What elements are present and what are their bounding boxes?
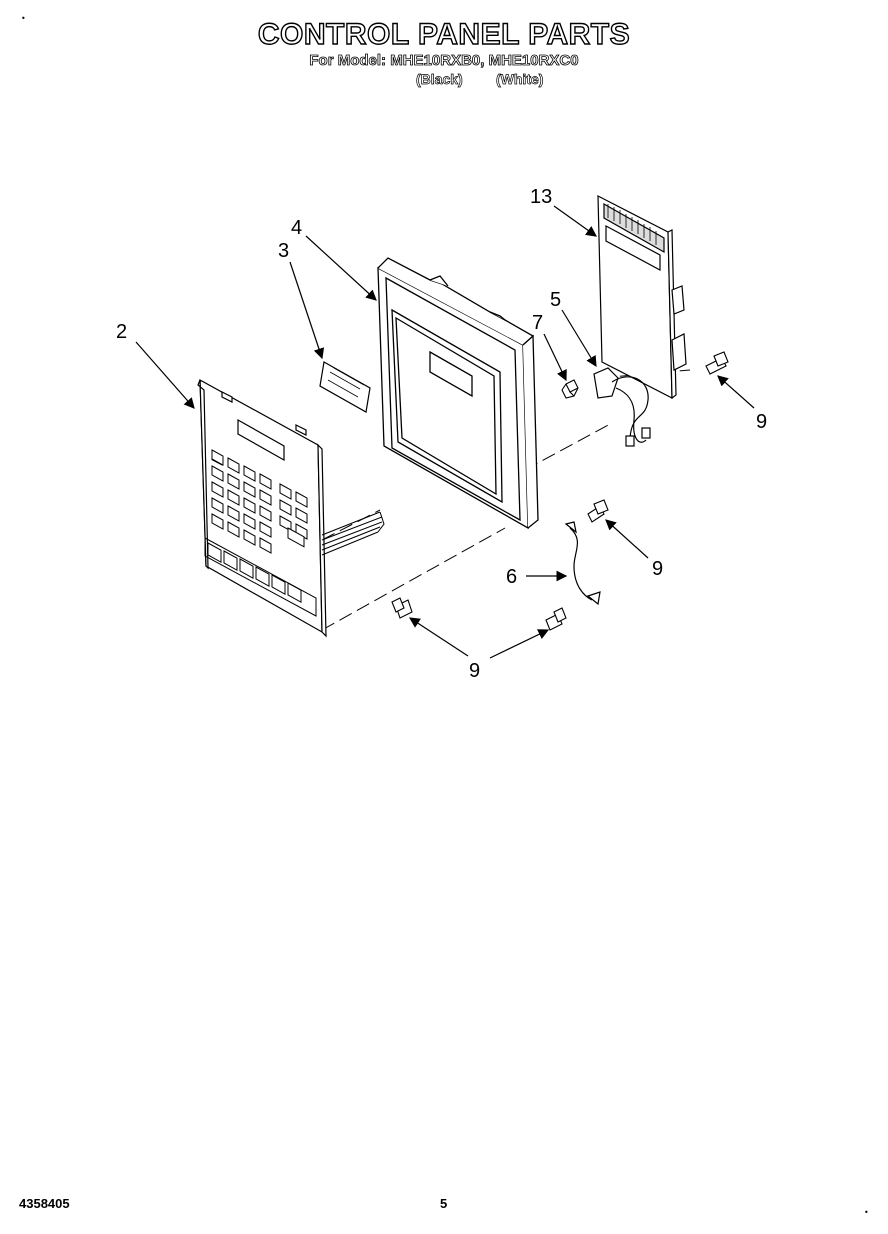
callout-part-9-upper-right: 9 [756,411,767,433]
keypad-key [211,481,224,498]
keypad-key [259,537,272,554]
keypad-key [243,497,256,514]
keypad-key-wide [287,527,305,548]
keypad-key [227,521,240,538]
page-number: 5 [440,1196,448,1211]
part-9-screw-upper-right [705,351,729,375]
keypad-key [295,491,308,508]
keypad-key [279,483,292,500]
keypad-key [211,497,224,514]
variant-black-label: (Black) [416,71,463,88]
part-9-screw-lower-left [391,597,413,619]
keypad-key [227,473,240,490]
keypad-key [259,473,272,490]
callout-part-3: 3 [278,240,289,262]
callout-part-13: 13 [530,186,552,208]
keypad-bottom-key [239,558,254,579]
callout-part-4: 4 [291,217,302,239]
model-subtitle: For Model: MHE10RXB0, MHE10RXC0 [309,52,579,70]
part-9-screw-middle [587,499,609,523]
keypad-bottom-key [223,550,238,571]
keypad-bottom-tray [204,537,317,617]
keypad-key [211,449,224,466]
keypad-key [295,523,308,540]
keypad-key [227,489,240,506]
callout-part-9-middle: 9 [652,558,663,580]
callout-part-5: 5 [550,289,561,311]
keypad-key [243,481,256,498]
keypad-bottom-key [271,574,286,595]
part-3-display-window [319,361,371,413]
corner-mark-top-left: • [21,14,26,23]
corner-mark-bottom-right: • [864,1208,869,1217]
part-4-panel-frame [377,257,539,530]
keypad-key [227,457,240,474]
keypad-key [259,521,272,538]
keypad-key [279,499,292,516]
keypad-key [227,505,240,522]
part-5-wire-connector [593,367,651,447]
keypad-key [259,505,272,522]
keypad-bottom-key [255,566,270,587]
callout-part-2: 2 [116,321,127,343]
part-6-ground-wire [564,521,601,606]
keypad-key [259,489,272,506]
part-2-ribbon-cable [321,511,385,556]
page-title: CONTROL PANEL PARTS [257,17,631,51]
keypad-key [211,465,224,482]
variant-white-label: (White) [496,71,544,88]
color-variants: (Black) (White) [0,71,888,89]
keypad-key [295,507,308,524]
callout-part-7: 7 [532,312,543,334]
keypad-key [243,513,256,530]
part-7-nut [561,379,579,399]
keypad-key [211,513,224,530]
part-13-control-board [597,195,687,400]
part-9-screw-lower-right [545,607,567,631]
callout-part-9-lower: 9 [469,660,480,682]
keypad-buttons [204,449,317,617]
keypad-key [243,529,256,546]
document-number: 4358405 [19,1196,70,1211]
keypad-bottom-key [207,542,222,563]
keypad-key [243,465,256,482]
callout-part-6: 6 [506,566,517,588]
callout-leader-lines [135,205,755,659]
